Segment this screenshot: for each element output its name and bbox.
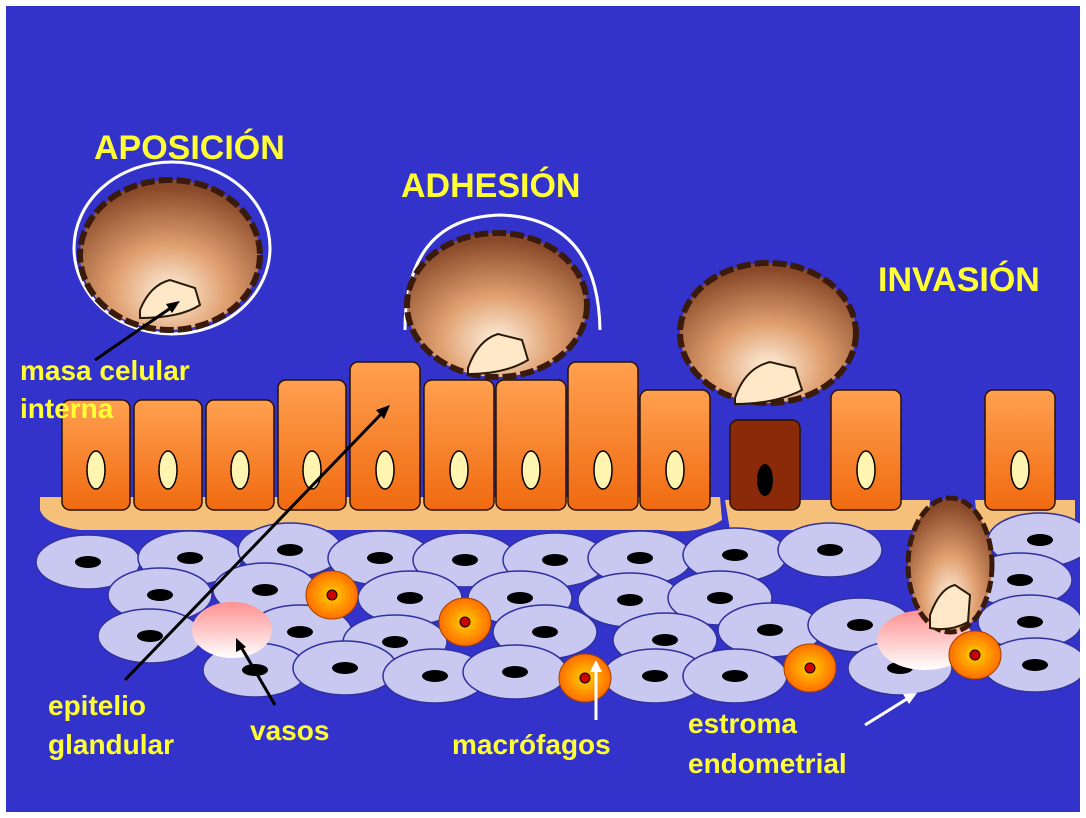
implantation-illustration xyxy=(6,6,1080,812)
stromal-cell xyxy=(683,649,787,703)
epithelial-cell xyxy=(424,380,494,510)
epithelial-cell xyxy=(278,380,346,510)
glandular-epithelium-label-line2: glandular xyxy=(48,728,174,762)
blastocyst-invasion-upper xyxy=(680,263,856,404)
slide-background: APOSICIÓN ADHESIÓN INVASIÓN masa celular… xyxy=(6,6,1080,812)
blastocyst-invading xyxy=(908,498,992,632)
inner-cell-mass-label-line2: interna xyxy=(20,392,113,426)
epithelial-cell xyxy=(831,390,901,510)
epithelial-cell xyxy=(985,390,1055,510)
vessels-label: vasos xyxy=(250,714,329,748)
inner-cell-mass-label-line1: masa celular xyxy=(20,354,190,388)
glandular-epithelium-label-line1: epitelio xyxy=(48,689,146,723)
epithelial-cell xyxy=(134,400,202,510)
stromal-cell xyxy=(463,645,567,699)
epithelial-cell xyxy=(568,362,638,510)
macrophage xyxy=(306,571,358,619)
apposition-title: APOSICIÓN xyxy=(94,128,285,169)
blastocyst-adhesion xyxy=(405,215,600,377)
epithelial-cell xyxy=(640,390,710,510)
stroma-label-line2: endometrial xyxy=(688,747,847,781)
stroma-label-line1: estroma xyxy=(688,707,797,741)
macrophage xyxy=(559,654,611,702)
macrophage xyxy=(949,631,1001,679)
epithelial-cell xyxy=(206,400,274,510)
epithelial-cell-dark xyxy=(730,420,800,510)
epithelial-cells xyxy=(62,362,1055,510)
stromal-cell xyxy=(293,641,397,695)
adhesion-title: ADHESIÓN xyxy=(401,166,580,207)
invasion-title: INVASIÓN xyxy=(878,260,1040,301)
macrophage xyxy=(439,598,491,646)
epithelial-cell xyxy=(496,380,566,510)
macrophage xyxy=(784,644,836,692)
macrophages-label: macrófagos xyxy=(452,728,611,762)
stromal-cell xyxy=(778,523,882,577)
